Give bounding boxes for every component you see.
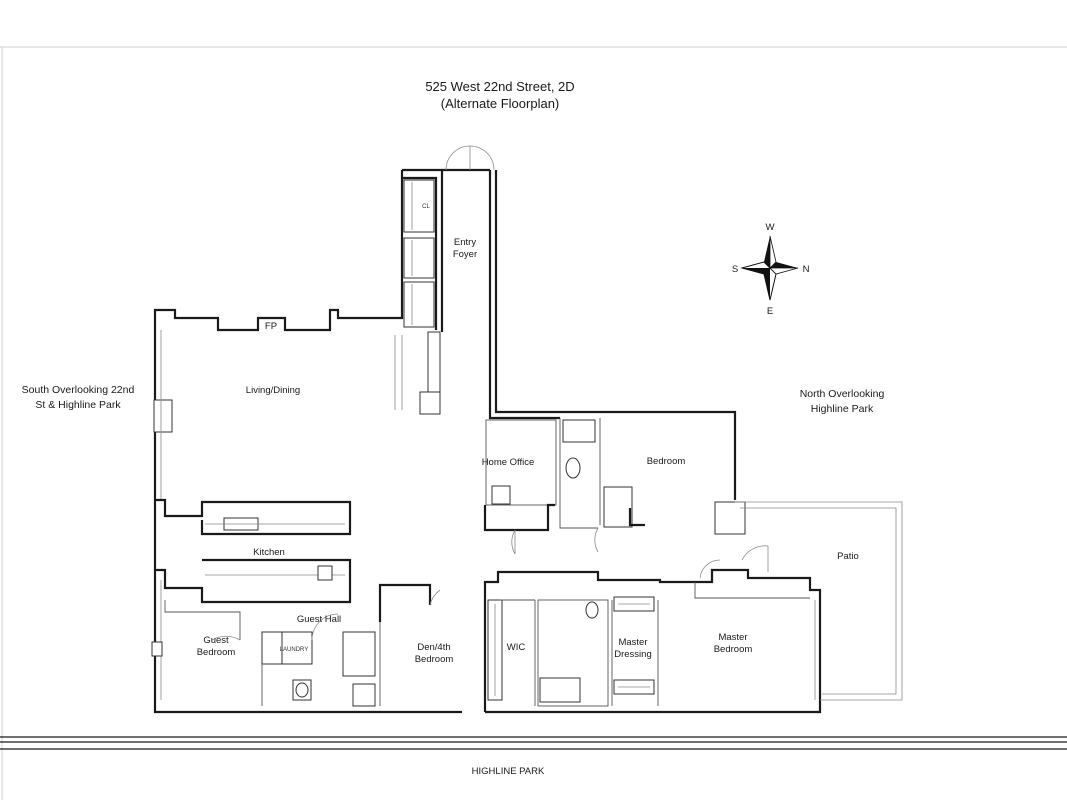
den-walls bbox=[378, 583, 441, 706]
patio-label: Patio bbox=[837, 551, 859, 562]
master-dressing-label-1: Master bbox=[618, 637, 647, 648]
living-built-ins bbox=[394, 331, 441, 415]
guest-hall-walls bbox=[164, 600, 376, 707]
closet-label: CL bbox=[422, 204, 430, 210]
home-office-walls bbox=[483, 419, 557, 555]
master-dressing-label-2: Dressing bbox=[614, 649, 652, 660]
fireplace-label: FP bbox=[265, 321, 277, 332]
plan-subtitle: (Alternate Floorplan) bbox=[441, 96, 560, 111]
living-dining-label: Living/Dining bbox=[246, 385, 300, 396]
compass-rose-icon bbox=[740, 235, 799, 301]
master-bath bbox=[537, 599, 613, 707]
den-label-1: Den/4th bbox=[417, 642, 450, 653]
patio-outline bbox=[699, 501, 903, 701]
master-bedroom-label-1: Master bbox=[718, 632, 747, 643]
master-bedroom-label-2: Bedroom bbox=[714, 644, 753, 655]
laundry-label: LAUNDRY bbox=[280, 647, 309, 653]
north-exposure-label-2: Highline Park bbox=[811, 403, 874, 415]
south-exposure-label-1: South Overlooking 22nd bbox=[22, 384, 135, 396]
compass-north-label: N bbox=[803, 264, 810, 275]
north-exposure-label-1: North Overlooking bbox=[800, 388, 885, 400]
master-dressing bbox=[613, 596, 659, 706]
wic-walls bbox=[487, 599, 536, 706]
bedroom-label: Bedroom bbox=[647, 456, 686, 467]
den-label-2: Bedroom bbox=[415, 654, 454, 665]
guest-bedroom-label-1: Guest bbox=[203, 635, 229, 646]
compass-south-label: S bbox=[732, 264, 738, 275]
compass-east-label: E bbox=[767, 306, 773, 317]
kitchen-label: Kitchen bbox=[253, 547, 285, 558]
bedroom-bath bbox=[559, 418, 746, 553]
south-exposure-label-2: St & Highline Park bbox=[35, 399, 121, 411]
highline-park-label: HIGHLINE PARK bbox=[472, 766, 545, 777]
master-bedroom-walls bbox=[694, 582, 816, 700]
plan-title: 525 West 22nd Street, 2D bbox=[425, 79, 574, 94]
entry-closets bbox=[403, 179, 435, 328]
home-office-label: Home Office bbox=[482, 457, 535, 468]
kitchen-counters bbox=[155, 498, 352, 604]
guest-bedroom-label-2: Bedroom bbox=[197, 647, 236, 658]
entry-foyer-label-1: Entry bbox=[454, 237, 476, 248]
exterior-walls bbox=[153, 168, 822, 714]
guest-hall-label: Guest Hall bbox=[297, 614, 341, 625]
south-windows bbox=[151, 330, 173, 700]
wic-label: WIC bbox=[507, 642, 526, 653]
compass-west-label: W bbox=[766, 222, 775, 233]
entry-foyer-label-2: Foyer bbox=[453, 249, 477, 260]
entry-door bbox=[445, 145, 495, 171]
